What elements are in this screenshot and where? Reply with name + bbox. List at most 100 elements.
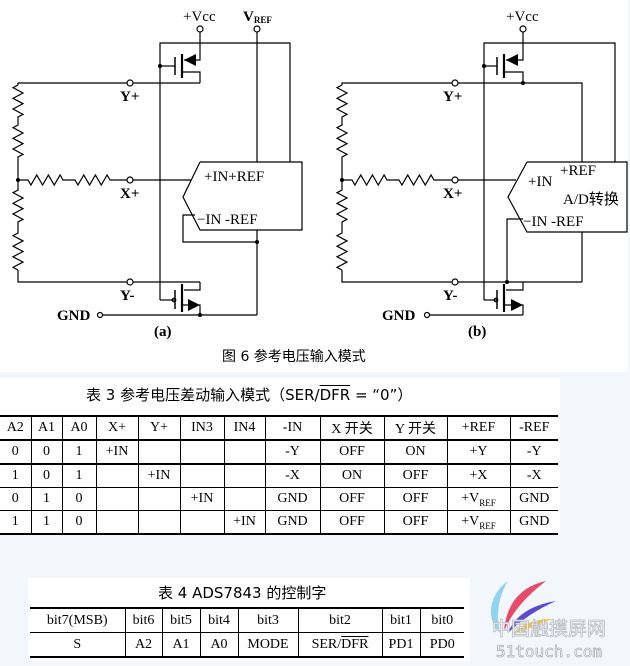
- column-header: A2: [0, 415, 32, 440]
- cell-text: OFF: [402, 514, 429, 529]
- table-cell: +IN: [137, 463, 181, 488]
- cell-text: 1: [43, 514, 50, 529]
- circuit-b-dots: [340, 54, 525, 311]
- cell-text: 1: [75, 468, 83, 483]
- xplus-label-b: X+: [443, 186, 462, 202]
- column-header: X 开关: [319, 415, 385, 440]
- table-cell: OFF: [383, 487, 448, 511]
- table-cell: [95, 510, 139, 535]
- table-cell: GND: [264, 487, 321, 511]
- adc-box-b: [507, 161, 628, 233]
- figure-6-circuit-diagram: +Vcc VREF Y+ X+ Y- GND +IN+REF −IN -REF …: [0, 0, 628, 372]
- cell-text: A0: [210, 636, 228, 652]
- subscript-ref: REF: [479, 520, 496, 531]
- table-cell: [137, 487, 181, 511]
- cell-text: +Y: [469, 444, 488, 459]
- table-cell: 1: [61, 463, 97, 488]
- yminus-terminal: [126, 278, 134, 286]
- vcc-terminal: [196, 25, 204, 33]
- gnd-label: GND: [57, 308, 91, 324]
- table-cell: -Y: [509, 439, 558, 464]
- column-header: bit4: [199, 607, 239, 633]
- cell-text: +V: [461, 490, 480, 506]
- table-cell: +IN: [179, 487, 225, 511]
- table-cell: 0: [30, 463, 63, 488]
- table-cell: [179, 439, 225, 464]
- column-header: Y 开关: [383, 415, 448, 440]
- table-cell: SER/DFR: [297, 632, 383, 658]
- table-cell: OFF: [319, 439, 385, 464]
- table-cell: OFF: [319, 510, 385, 535]
- column-header: -REF: [509, 415, 558, 440]
- table-cell: MODE: [237, 632, 299, 658]
- table-cell: [137, 439, 181, 464]
- table-cell: 0: [61, 487, 97, 511]
- lower-fet-arrow: [188, 299, 200, 311]
- cell-text: OFF: [402, 491, 429, 506]
- cell-text: +V: [461, 513, 480, 529]
- cell-text: PD1: [388, 636, 414, 652]
- table-4-title: 表 4 ADS7843 的控制字: [158, 584, 327, 602]
- cell-text: 0: [43, 444, 50, 459]
- table-cell: ON: [383, 439, 448, 464]
- cell-text: +IN: [105, 444, 129, 459]
- xplus-terminal: [126, 176, 134, 184]
- gnd-terminal: [96, 311, 104, 319]
- cell-text: OFF: [339, 444, 365, 459]
- cell-text: 1: [75, 444, 83, 459]
- cell-text: 1: [11, 514, 19, 529]
- table-cell: OFF: [383, 463, 448, 488]
- table-cell: PD1: [381, 632, 421, 658]
- circuit-a-dots: [16, 54, 259, 317]
- column-header: bit2: [297, 607, 383, 633]
- cell-text: OFF: [402, 468, 429, 483]
- table-cell: S: [30, 632, 126, 658]
- column-header: +REF: [446, 415, 511, 440]
- table-cell: GND: [509, 510, 558, 535]
- cell-text: +IN: [147, 468, 171, 483]
- in-plus-label-b: +IN: [528, 174, 552, 190]
- column-header: bit5: [161, 607, 201, 633]
- resistor-chain-b: [335, 84, 349, 271]
- table-cell: OFF: [383, 510, 448, 535]
- table-cell: A1: [161, 632, 201, 658]
- column-header: X+: [95, 415, 139, 440]
- cell-text: OFF: [339, 514, 365, 529]
- cell-text: PD0: [429, 636, 455, 652]
- cell-text: 0: [75, 514, 83, 529]
- table-cell: OFF: [319, 487, 385, 511]
- table-cell: A0: [199, 632, 239, 658]
- watermark-text-cn: 中国触摸屏网: [492, 618, 606, 640]
- column-header: bit0: [419, 607, 464, 633]
- cell-text: -Y: [285, 444, 300, 459]
- cell-text: 0: [11, 491, 19, 506]
- gate-bus-wire: [159, 42, 291, 300]
- column-header: IN3: [179, 415, 225, 440]
- cell-text: +IN: [190, 491, 214, 506]
- subfigure-a-label: (a): [154, 324, 172, 340]
- table-cell: +Y: [446, 439, 511, 464]
- column-header: bit1: [381, 607, 421, 633]
- cell-text: 0: [43, 468, 50, 483]
- table-cell: -Y: [264, 439, 321, 464]
- cell-text: A1: [172, 636, 190, 652]
- cell-text: SER/: [311, 636, 342, 652]
- watermark-text-url: 51touch.com: [496, 642, 602, 661]
- column-header: IN4: [223, 415, 266, 440]
- table-cell: [179, 463, 225, 488]
- table-cell: [137, 510, 181, 535]
- resistor-chain-a: [11, 84, 25, 271]
- table-cell: A2: [124, 632, 163, 658]
- cell-text: -X: [285, 468, 300, 483]
- column-header: bit7(MSB): [30, 607, 126, 633]
- table-cell: +IN: [223, 510, 266, 535]
- cell-text: 0: [11, 444, 19, 459]
- adc-label-b: A/D转换: [563, 191, 619, 208]
- table-cell: [95, 487, 139, 511]
- cell-text: OFF: [339, 491, 365, 506]
